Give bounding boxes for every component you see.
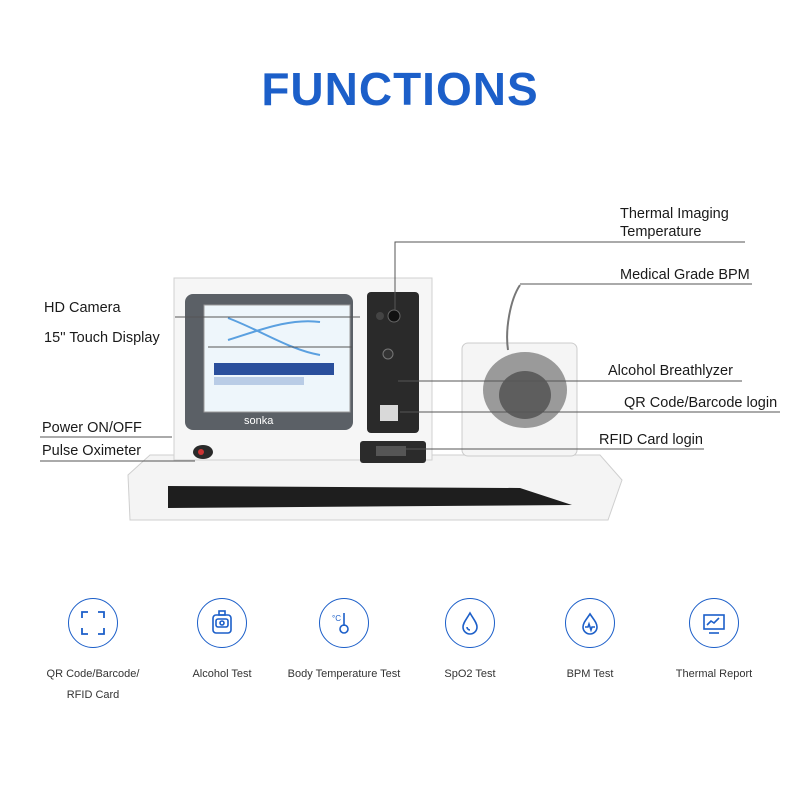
feature-qr-rfid: QR Code/Barcode/ RFID Card [28,598,158,706]
feature-body-temp: °C Body Temperature Test [279,598,409,685]
callout-medical-bpm: Medical Grade BPM [620,267,750,283]
callout-thermal-line1: Thermal Imaging [620,206,729,222]
sensor-panel [367,292,419,433]
scan-frame-icon [68,598,118,648]
screen [203,304,351,413]
feature-label: Thermal Report [675,668,753,680]
feature-label: Body Temperature Test [287,668,401,680]
heart-pulse-icon [565,598,615,648]
callout-rfid: RFID Card login [599,432,703,448]
feature-alcohol: Alcohol Test [157,598,287,685]
feature-bpm: BPM Test [525,598,655,685]
callout-thermal-line2: Temperature [620,224,702,240]
feature-spo2: SpO2 Test [405,598,535,685]
feature-label: Alcohol Test [192,668,252,680]
brand-text: sonka [244,415,274,427]
feature-label: BPM Test [566,668,614,680]
breathalyzer-icon [197,598,247,648]
svg-text:°C: °C [332,614,341,623]
callout-pulse: Pulse Oximeter [42,443,142,459]
feature-label: SpO2 Test [444,668,496,680]
callout-hd-camera: HD Camera [44,300,121,316]
feature-label: QR Code/Barcode/ [46,668,140,680]
callout-touch-display: 15'' Touch Display [44,330,160,346]
callout-power: Power ON/OFF [42,420,142,436]
feature-thermal-report: Thermal Report [649,598,779,685]
drop-icon [445,598,495,648]
callout-alcohol: Alcohol Breathlyzer [608,363,733,379]
callout-qr-login: QR Code/Barcode login [624,395,778,411]
thermometer-icon: °C [319,598,369,648]
report-chart-icon [689,598,739,648]
feature-label: RFID Card [66,689,120,701]
page-title: FUNCTIONS [261,63,539,115]
base-slot [168,486,572,508]
